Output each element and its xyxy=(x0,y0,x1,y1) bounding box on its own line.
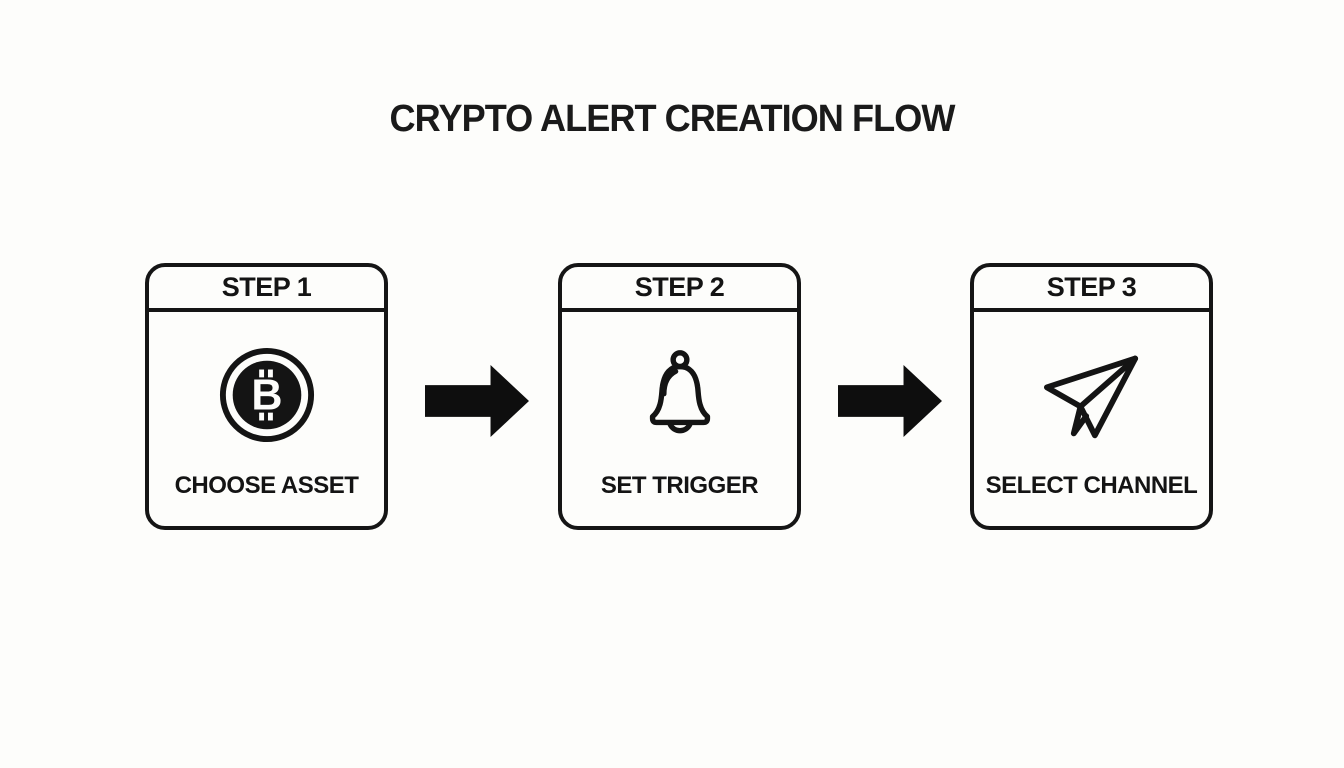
paper-plane-icon xyxy=(1039,312,1145,472)
step-card-1: STEP 1 B CHOOSE ASSET xyxy=(145,263,388,530)
bell-icon xyxy=(631,312,729,472)
step-1-label: CHOOSE ASSET xyxy=(174,472,359,499)
bitcoin-icon: B xyxy=(218,312,316,472)
step-3-header: STEP 3 xyxy=(974,267,1209,312)
step-1-header: STEP 1 xyxy=(149,267,384,312)
step-card-2: STEP 2 SET TRIGGER xyxy=(558,263,801,530)
step-2-label: SET TRIGGER xyxy=(600,472,759,499)
flow-arrow-icon xyxy=(838,365,942,437)
diagram-title: CRYPTO ALERT CREATION FLOW xyxy=(389,98,956,140)
step-2-header: STEP 2 xyxy=(562,267,797,312)
step-card-3: STEP 3 SELECT CHANNEL xyxy=(970,263,1213,530)
bitcoin-letter: B xyxy=(251,372,282,420)
step-3-label: SELECT CHANNEL xyxy=(985,472,1198,499)
flow-arrow-icon xyxy=(425,365,529,437)
